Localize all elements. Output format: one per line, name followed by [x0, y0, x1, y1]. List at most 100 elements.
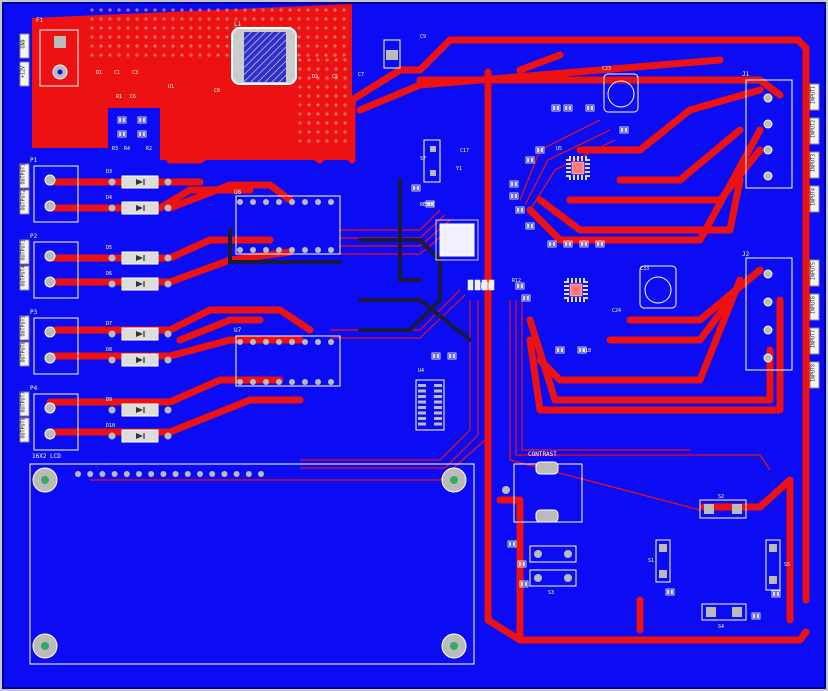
s4-label: S4	[718, 624, 724, 630]
input-label-2-text: INPUT2	[811, 120, 817, 138]
input-label-5-text: INPUT5	[811, 262, 817, 280]
output-label-3: OUTPUT3	[19, 239, 30, 265]
input-label-4: INPUT4	[809, 185, 820, 213]
j1-label: J1	[742, 71, 750, 78]
p4-label: P4	[30, 385, 38, 392]
r2-label: R2	[146, 146, 152, 152]
switch-s1: S1	[648, 539, 671, 583]
output-label-7: OUTPUT7	[19, 391, 30, 417]
output-label-6: OUTPUT6	[19, 341, 30, 367]
y1-label: Y1	[456, 166, 462, 172]
output-label-4-text: OUTPUT4	[21, 265, 27, 286]
c6-label: C6	[130, 94, 136, 100]
output-label-7-text: OUTPUT7	[21, 391, 27, 412]
output-label-6-text: OUTPUT6	[21, 341, 27, 362]
header-u4: U4	[415, 368, 445, 431]
u4-label: U4	[418, 368, 424, 374]
driver-ic-u7: U7	[234, 327, 341, 387]
p1-label: P1	[30, 157, 38, 164]
diode-d9: D9	[106, 397, 172, 417]
connector-p4: P4	[30, 385, 79, 451]
smd-pads	[117, 104, 781, 620]
output-label-4: OUTPUT4	[19, 265, 30, 291]
input-label-7-text: INPUT7	[811, 330, 817, 348]
s5-label: S5	[784, 562, 790, 568]
output-label-5: OUTPUT5	[19, 315, 30, 341]
power-label-1-text: GND	[21, 39, 27, 48]
u6-label: U6	[234, 189, 242, 196]
fuse-f1: F1	[36, 17, 79, 87]
regulator-u2	[383, 39, 401, 69]
s3-label: S3	[548, 590, 554, 596]
input-label-7: INPUT7	[809, 327, 820, 355]
f1-label: F1	[36, 17, 44, 24]
output-label-1: OUTPUT1	[19, 163, 30, 189]
c23-label: C23	[602, 66, 611, 72]
d1-label: D1	[96, 70, 102, 76]
d8-label: D8	[106, 347, 112, 353]
d6-label: D6	[106, 271, 112, 277]
power-label-2-text: +12V	[21, 66, 27, 78]
input-label-4-text: INPUT4	[811, 188, 817, 206]
input-label-1-text: INPUT1	[811, 86, 817, 104]
connector-p3: P3	[30, 309, 79, 375]
input-label-8-text: INPUT8	[811, 364, 817, 382]
diode-d10: D10	[106, 423, 172, 443]
input-label-6-text: INPUT6	[811, 296, 817, 314]
d7-label: D7	[106, 321, 112, 327]
u5-label: U5	[556, 146, 562, 152]
output-label-1-text: OUTPUT1	[21, 163, 27, 184]
output-label-3-text: OUTPUT3	[21, 239, 27, 260]
r18-label: R18	[582, 348, 591, 354]
output-label-8-text: OUTPUT8	[21, 417, 27, 438]
pour-vias	[90, 8, 347, 143]
r1-label: R1	[116, 94, 122, 100]
diode-d5: D5	[106, 245, 172, 265]
connector-j2: J2	[742, 251, 793, 371]
capacitor-c33: C33	[639, 265, 677, 309]
diode-d6: D6	[106, 271, 172, 291]
input-label-8: INPUT8	[809, 361, 820, 389]
input-label-6: INPUT6	[809, 293, 820, 321]
d9-label: D9	[106, 397, 112, 403]
p3-label: P3	[30, 309, 38, 316]
input-label-2: INPUT2	[809, 117, 820, 145]
switch-s2: S2	[699, 494, 747, 519]
microcontroller	[435, 219, 479, 261]
contrast-label: CONTRAST	[528, 451, 557, 458]
u7-label: U7	[234, 327, 242, 334]
inner-layer-traces	[228, 178, 472, 342]
output-label-2: OUTPUT2	[19, 189, 30, 215]
input-label-5: INPUT5	[809, 259, 820, 287]
power-label-2: +12V	[19, 61, 30, 87]
s2-label: S2	[718, 494, 724, 500]
connector-p2: P2	[30, 233, 79, 299]
s1-label: S1	[648, 558, 654, 564]
signal-traces	[90, 119, 771, 511]
switch-s3: S3	[529, 545, 577, 596]
l1-label: L1	[234, 21, 242, 28]
c9-label: C9	[420, 34, 426, 40]
d3-label: D3	[106, 169, 112, 175]
j2-label: J2	[742, 251, 750, 258]
input-label-1: INPUT1	[809, 83, 820, 111]
diode-d8: D8	[106, 347, 172, 367]
d10-label: D10	[106, 423, 115, 429]
u1-label: U1	[168, 84, 174, 90]
output-labels: OUTPUT1OUTPUT2OUTPUT3OUTPUT4OUTPUT5OUTPU…	[19, 163, 30, 443]
c17-label: C17	[460, 148, 469, 154]
c24-label: C24	[612, 308, 621, 314]
lcd-label: 16X2 LCD	[32, 453, 61, 460]
connector-j1: J1	[742, 71, 793, 189]
diode-d7: D7	[106, 321, 172, 341]
switch-s4: S4	[701, 603, 747, 630]
output-label-5-text: OUTPUT5	[21, 315, 27, 336]
r12-label: R12	[512, 278, 521, 284]
r3-label: R3	[112, 146, 118, 152]
c33-label: C33	[640, 266, 649, 272]
c8-label: C8	[214, 88, 220, 94]
power-input-labels: GND +12V	[19, 33, 30, 87]
r4-label: R4	[124, 146, 130, 152]
